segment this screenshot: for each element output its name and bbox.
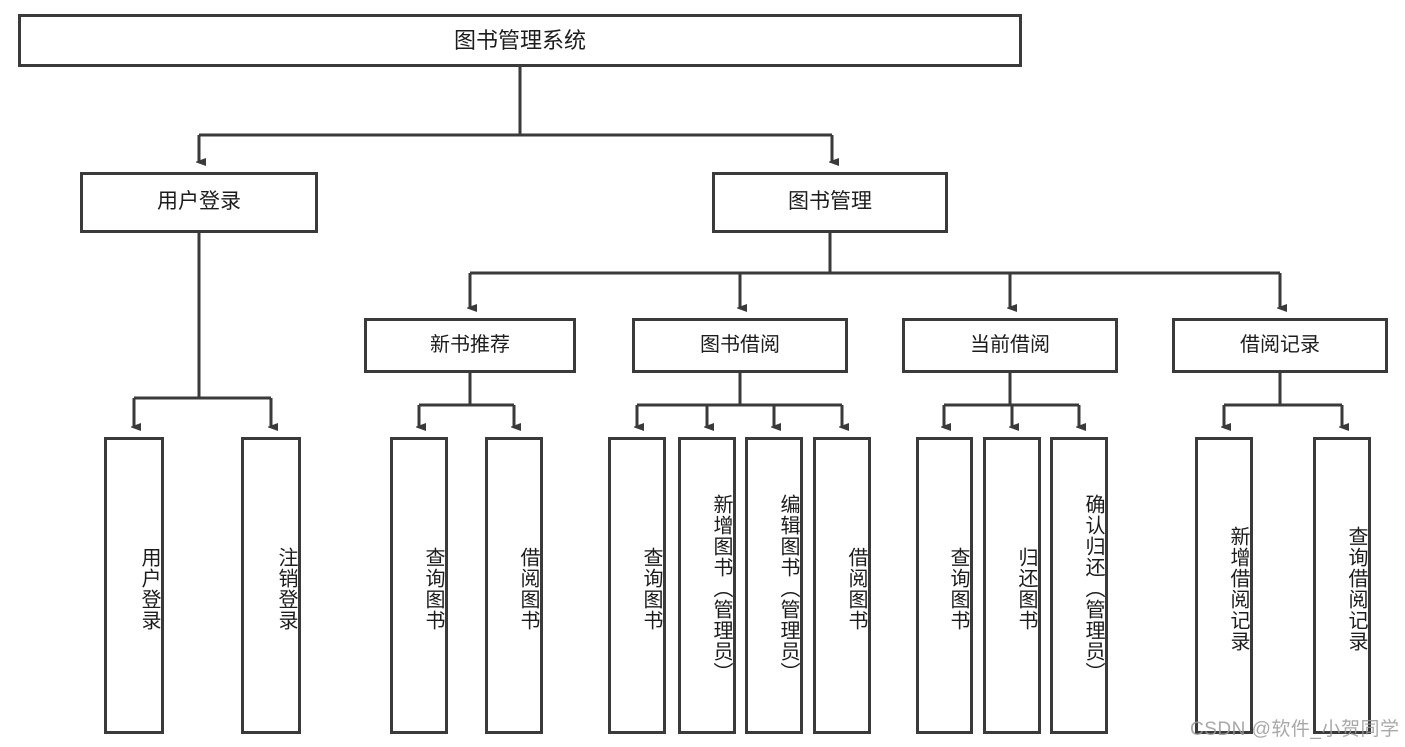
node-user-login-label: 用户登录	[157, 190, 241, 214]
node-new-book-recommend[interactable]: 新书推荐	[364, 318, 576, 373]
node-book-borrow[interactable]: 图书借阅	[632, 318, 848, 373]
leaf-confirm-return-label: 确认归还（管理员）	[1082, 494, 1104, 683]
leaf-add-book-label: 新增图书（管理员）	[710, 494, 732, 683]
leaf-query-record[interactable]: 查询借阅记录	[1313, 437, 1371, 734]
leaf-confirm-return[interactable]: 确认归还（管理员）	[1050, 437, 1108, 734]
node-new-book-recommend-label: 新书推荐	[430, 334, 510, 356]
leaf-add-book[interactable]: 新增图书（管理员）	[678, 437, 736, 734]
node-root[interactable]: 图书管理系统	[18, 14, 1022, 67]
leaf-query-book-borrow[interactable]: 查询图书	[608, 437, 666, 734]
node-borrow-record-label: 借阅记录	[1240, 334, 1320, 356]
node-root-label: 图书管理系统	[453, 27, 586, 53]
leaf-user-logout[interactable]: 注销登录	[241, 437, 301, 734]
node-book-manage-label: 图书管理	[788, 190, 872, 214]
leaf-query-book-current-label: 查询图书	[947, 546, 969, 631]
leaf-borrow-book-rec-label: 借阅图书	[517, 546, 539, 631]
leaf-return-book-label: 归还图书	[1015, 546, 1037, 631]
leaf-edit-book[interactable]: 编辑图书（管理员）	[745, 437, 803, 734]
node-user-login[interactable]: 用户登录	[80, 172, 318, 233]
leaf-user-logout-label: 注销登录	[275, 546, 297, 631]
leaf-borrow-book-rec[interactable]: 借阅图书	[485, 437, 543, 734]
leaf-add-record[interactable]: 新增借阅记录	[1195, 437, 1253, 734]
leaf-add-record-label: 新增借阅记录	[1227, 525, 1249, 652]
leaf-user-login[interactable]: 用户登录	[104, 437, 164, 734]
leaf-query-book-current[interactable]: 查询图书	[916, 437, 973, 734]
leaf-return-book[interactable]: 归还图书	[983, 437, 1041, 734]
leaf-borrow-book[interactable]: 借阅图书	[813, 437, 871, 734]
leaf-borrow-book-label: 借阅图书	[845, 546, 867, 631]
leaf-query-book-rec-label: 查询图书	[422, 546, 444, 631]
node-current-borrow-label: 当前借阅	[970, 334, 1050, 356]
leaf-query-record-label: 查询借阅记录	[1345, 525, 1367, 652]
node-current-borrow[interactable]: 当前借阅	[902, 318, 1118, 373]
leaf-query-book-borrow-label: 查询图书	[640, 546, 662, 631]
leaf-user-login-label: 用户登录	[138, 546, 160, 631]
node-borrow-record[interactable]: 借阅记录	[1172, 318, 1388, 373]
node-book-borrow-label: 图书借阅	[700, 334, 780, 356]
leaf-query-book-rec[interactable]: 查询图书	[390, 437, 448, 734]
leaf-edit-book-label: 编辑图书（管理员）	[777, 494, 799, 683]
watermark-text: CSDN @软件_小贺同学	[1190, 719, 1400, 740]
node-book-manage[interactable]: 图书管理	[712, 172, 948, 233]
